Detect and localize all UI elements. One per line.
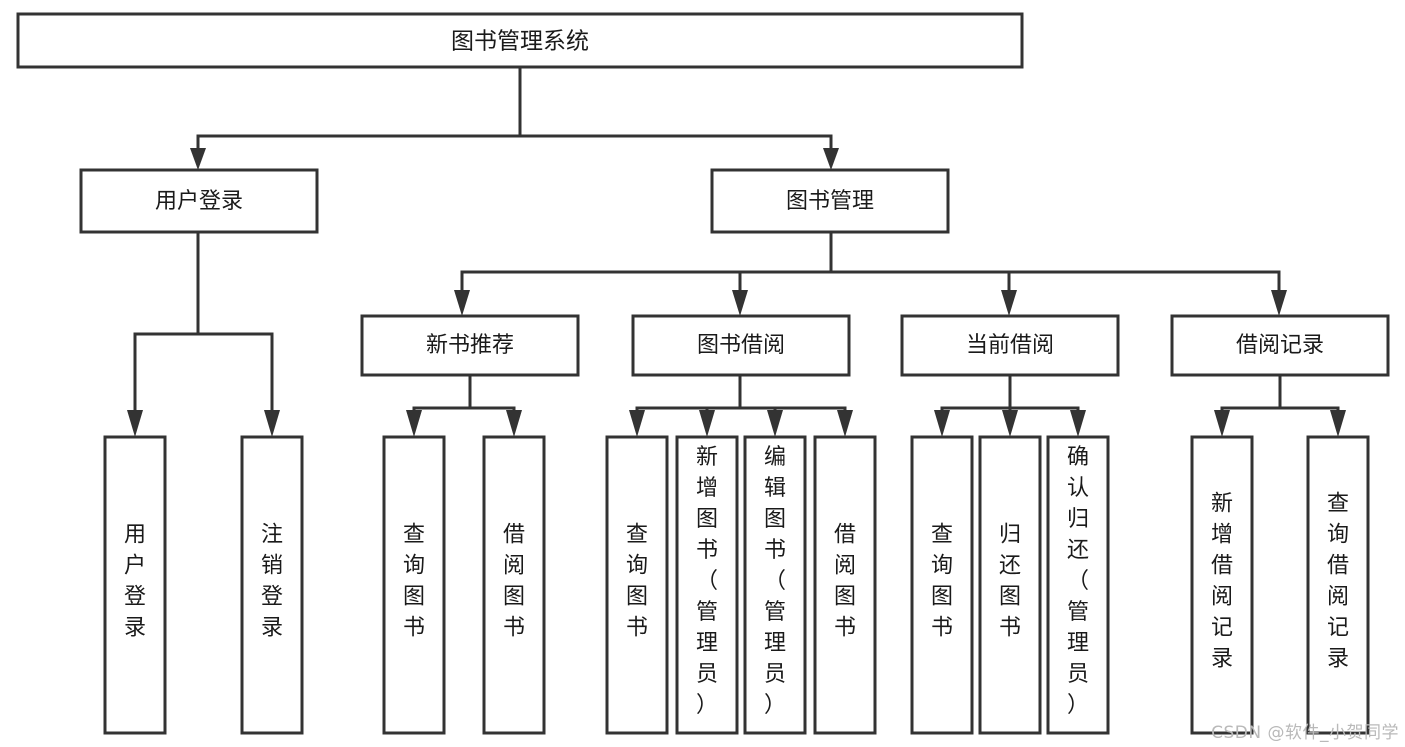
- node-box: [710, 168, 950, 234]
- arrow-head-icon: [699, 410, 715, 437]
- leaf-borrow-record-0[interactable]: 新增借阅记录: [1190, 435, 1254, 735]
- node-label-current-borrow: 当前借阅: [966, 333, 1054, 358]
- arrow-head-icon: [1001, 290, 1017, 316]
- leaf-label: 查询图书: [626, 523, 648, 641]
- connector-layer: [127, 65, 1346, 437]
- node-box: [103, 435, 167, 735]
- node-box: [1306, 435, 1370, 735]
- arrow-head-icon: [406, 410, 422, 437]
- node-box: [675, 435, 739, 735]
- leaf-borrow-record-1[interactable]: 查询借阅记录: [1306, 435, 1370, 735]
- arrow-head-icon: [1214, 410, 1230, 437]
- leaf-label: 用户登录: [124, 523, 146, 641]
- node-book-borrow[interactable]: 图书借阅: [631, 314, 851, 377]
- node-box: [978, 435, 1042, 735]
- node-box: [1190, 435, 1254, 735]
- node-box: [631, 314, 851, 377]
- node-box: [910, 435, 974, 735]
- arrow-head-icon: [454, 290, 470, 316]
- arrow-head-icon: [506, 410, 522, 437]
- node-new-book-recommend[interactable]: 新书推荐: [360, 314, 580, 377]
- node-box: [382, 435, 446, 735]
- leaf-current-borrow-2[interactable]: 确认归还（管理员）: [1046, 435, 1110, 735]
- leaf-label: 查询图书: [403, 523, 425, 641]
- arrow-head-icon: [767, 410, 783, 437]
- leaf-label: 确认归还（管理员）: [1067, 445, 1089, 718]
- arrow-head-icon: [837, 410, 853, 437]
- arrow-head-icon: [127, 410, 143, 437]
- node-label-root: 图书管理系统: [451, 29, 589, 55]
- node-label-book-management: 图书管理: [786, 189, 874, 214]
- node-box: [240, 435, 304, 735]
- arrow-head-icon: [732, 290, 748, 316]
- node-borrow-record[interactable]: 借阅记录: [1170, 314, 1390, 377]
- arrow-head-icon: [1070, 410, 1086, 437]
- leaf-book-borrow-2[interactable]: 编辑图书（管理员）: [743, 435, 807, 735]
- leaf-user-login-1[interactable]: 注销登录: [240, 435, 304, 735]
- arrow-head-icon: [1271, 290, 1287, 316]
- leaf-user-login-0[interactable]: 用户登录: [103, 435, 167, 735]
- node-label-book-borrow: 图书借阅: [697, 333, 785, 358]
- leaf-new-book-1[interactable]: 借阅图书: [482, 435, 546, 735]
- arrow-head-icon: [934, 410, 950, 437]
- csdn-watermark: CSDN @软件_小贺同学: [1211, 723, 1399, 743]
- leaf-label: 查询借阅记录: [1327, 492, 1349, 672]
- node-label-user-login: 用户登录: [155, 189, 243, 214]
- arrow-head-icon: [629, 410, 645, 437]
- node-box: [813, 435, 877, 735]
- leaf-label: 借阅图书: [834, 523, 856, 641]
- node-box: [605, 435, 669, 735]
- leaf-label: 归还图书: [999, 523, 1021, 641]
- node-book-management[interactable]: 图书管理: [710, 168, 950, 234]
- node-box: [900, 314, 1120, 377]
- node-box: [360, 314, 580, 377]
- leaf-label: 新增图书（管理员）: [696, 445, 718, 718]
- leaf-current-borrow-0[interactable]: 查询图书: [910, 435, 974, 735]
- node-box: [482, 435, 546, 735]
- node-user-login[interactable]: 用户登录: [79, 168, 319, 234]
- node-box: [16, 12, 1024, 69]
- arrow-head-icon: [264, 410, 280, 437]
- leaf-label: 查询图书: [931, 523, 953, 641]
- leaf-book-borrow-3[interactable]: 借阅图书: [813, 435, 877, 735]
- arrow-head-icon: [1330, 410, 1346, 437]
- node-box: [1046, 435, 1110, 735]
- leaf-label: 注销登录: [261, 523, 283, 641]
- node-root-system[interactable]: 图书管理系统: [16, 12, 1024, 69]
- node-box: [79, 168, 319, 234]
- node-current-borrow[interactable]: 当前借阅: [900, 314, 1120, 377]
- leaf-label: 借阅图书: [503, 523, 525, 641]
- node-label-new-book-recommend: 新书推荐: [426, 333, 514, 358]
- leaf-label: 编辑图书（管理员）: [764, 445, 786, 718]
- leaf-book-borrow-1[interactable]: 新增图书（管理员）: [675, 435, 739, 735]
- leaf-label: 新增借阅记录: [1211, 492, 1233, 672]
- leaf-new-book-0[interactable]: 查询图书: [382, 435, 446, 735]
- arrow-head-icon: [1002, 410, 1018, 437]
- node-box: [743, 435, 807, 735]
- leaf-book-borrow-0[interactable]: 查询图书: [605, 435, 669, 735]
- arrow-head-icon: [823, 148, 839, 170]
- node-box: [1170, 314, 1390, 377]
- arrow-head-icon: [190, 148, 206, 170]
- node-label-borrow-record: 借阅记录: [1236, 333, 1324, 358]
- leaf-current-borrow-1[interactable]: 归还图书: [978, 435, 1042, 735]
